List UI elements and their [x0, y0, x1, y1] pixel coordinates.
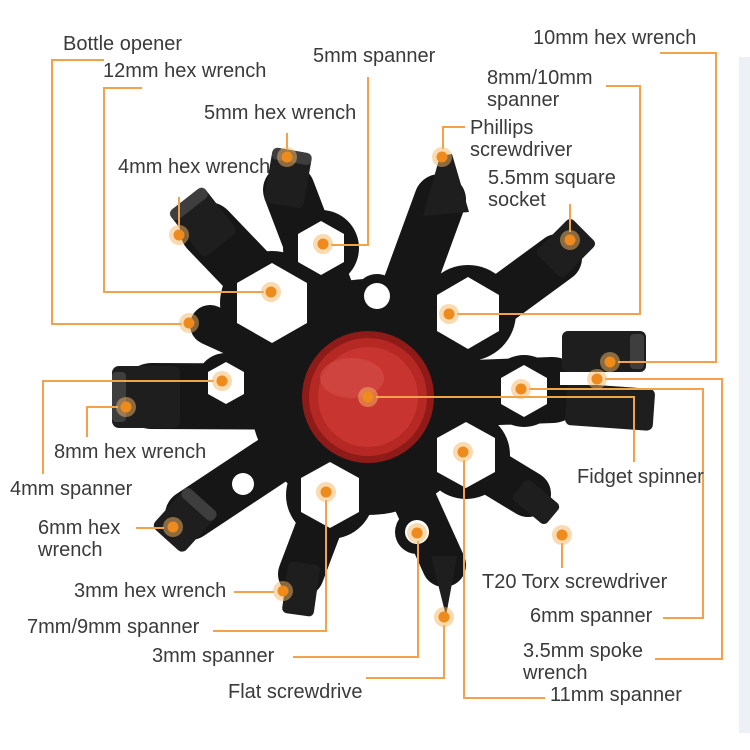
callout-dot-4mm-hex-wrench	[173, 229, 185, 241]
callout-line-10mm-hex-wrench	[618, 52, 717, 363]
label-8mm-10mm-spanner: 8mm/10mm spanner	[487, 67, 593, 111]
round-hole-lower-left	[232, 473, 254, 495]
bit-t20-torx	[512, 479, 560, 525]
label-phillips-screwdriver: Phillips screwdriver	[470, 117, 573, 161]
callout-line-8mm-hex-wrench	[86, 406, 118, 437]
callout-dot-10mm-hex-wrench	[604, 356, 616, 368]
label-6mm-hex-wrench: 6mm hex wrench	[38, 517, 121, 561]
label-12mm-hex-wrench: 12mm hex wrench	[103, 60, 267, 82]
bit-lower-right-socket	[565, 383, 655, 431]
callout-dot-bottle-opener	[183, 317, 195, 329]
callout-dot-flat-screwdrive	[438, 611, 450, 623]
label-5mm-spanner: 5mm spanner	[313, 45, 436, 67]
callout-dot-fidget-spinner	[362, 391, 374, 403]
callout-line-5mm-spanner	[331, 77, 369, 246]
callout-dot-3mm-spanner	[411, 527, 423, 539]
bit-3mm-hex	[282, 561, 320, 617]
label-3-5mm-spoke-wrench: 3.5mm spoke wrench	[523, 640, 644, 684]
callout-dot-11mm-spanner	[457, 446, 469, 458]
callout-line-3-5mm-spoke-wrench	[605, 378, 723, 660]
callout-line-3mm-spanner	[293, 541, 419, 658]
callout-line-4mm-spanner	[42, 380, 214, 474]
callout-dot-5mm-hex-wrench	[281, 151, 293, 163]
callout-dot-3mm-hex-wrench	[277, 585, 289, 597]
label-8mm-hex-wrench: 8mm hex wrench	[54, 441, 207, 463]
callout-dot-phillips-screwdriver	[436, 151, 448, 163]
label-t20-torx-screwdriver: T20 Torx screwdriver	[482, 571, 668, 593]
tool-plate	[196, 210, 560, 554]
bit-flat-tip	[431, 556, 457, 616]
page-edge-strip	[739, 57, 750, 733]
label-5mm-hex-wrench: 5mm hex wrench	[204, 102, 357, 124]
label-4mm-spanner: 4mm spanner	[10, 478, 133, 500]
label-3mm-hex-wrench: 3mm hex wrench	[74, 580, 227, 602]
callout-dot-3-5mm-spoke-wrench	[591, 373, 603, 385]
callout-dot-7mm-9mm-spanner	[320, 486, 332, 498]
label-5-5mm-square-socket: 5.5mm square socket	[488, 167, 616, 211]
callout-line-phillips-screwdriver	[442, 126, 465, 149]
callout-dot-6mm-hex-wrench	[167, 521, 179, 533]
callout-dot-5mm-spanner	[317, 238, 329, 250]
hex-cutout-upper-left	[237, 263, 307, 343]
callout-line-bottle-opener	[51, 59, 182, 325]
callout-line-fidget-spinner	[376, 396, 635, 462]
callout-dot-8mm-10mm-spanner	[443, 308, 455, 320]
round-hole-top	[364, 283, 390, 309]
label-bottle-opener: Bottle opener	[63, 33, 182, 55]
callout-dot-8mm-hex-wrench	[120, 401, 132, 413]
label-10mm-hex-wrench: 10mm hex wrench	[533, 27, 697, 49]
callout-dot-5-5mm-square-socket	[564, 234, 576, 246]
callout-dot-6mm-spanner	[515, 383, 527, 395]
label-fidget-spinner: Fidget spinner	[577, 466, 704, 488]
callout-line-11mm-spanner	[463, 460, 545, 699]
label-flat-screwdrive: Flat screwdrive	[228, 681, 363, 703]
callout-line-8mm-10mm-spanner	[457, 85, 641, 315]
label-4mm-hex-wrench: 4mm hex wrench	[118, 156, 271, 178]
label-6mm-spanner: 6mm spanner	[530, 605, 653, 627]
callout-dot-t20-torx-screwdriver	[556, 529, 568, 541]
callout-dot-4mm-spanner	[216, 375, 228, 387]
label-11mm-spanner: 11mm spanner	[550, 684, 682, 706]
callout-line-flat-screwdrive	[366, 625, 445, 679]
bit-phillips-tip	[423, 154, 469, 216]
label-3mm-spanner: 3mm spanner	[152, 645, 275, 667]
callout-line-7mm-9mm-spanner	[213, 500, 327, 632]
label-7mm-9mm-spanner: 7mm/9mm spanner	[27, 616, 200, 638]
callout-line-12mm-hex-wrench	[103, 87, 264, 293]
callout-line-6mm-spanner	[529, 388, 704, 619]
callout-dot-12mm-hex-wrench	[265, 286, 277, 298]
